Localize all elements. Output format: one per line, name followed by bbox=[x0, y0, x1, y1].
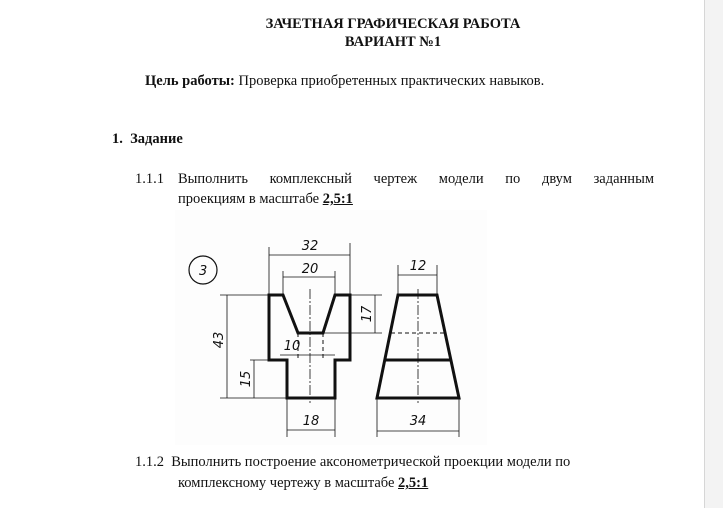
dim-15: 15 bbox=[239, 371, 254, 388]
task-number: 1.1.2 bbox=[135, 454, 164, 470]
dim-17: 17 bbox=[360, 305, 375, 322]
variant-number: 3 bbox=[199, 264, 207, 279]
technical-drawing: 3 32 20 43 15 17 10 18 12 34 bbox=[170, 205, 490, 445]
task-line-1: Выполнить построение аксонометрической п… bbox=[171, 454, 571, 470]
section-title: Задание bbox=[130, 131, 183, 147]
dim-12: 12 bbox=[410, 259, 427, 274]
dim-20: 20 bbox=[302, 262, 319, 277]
dim-34: 34 bbox=[410, 414, 427, 429]
dim-18: 18 bbox=[303, 414, 320, 429]
task-line-2: проекциям в масштабе bbox=[178, 191, 323, 207]
task-number: 1.1.1 bbox=[135, 171, 164, 187]
task-1-1-2-line-2: комплексному чертежу в масштабе 2,5:1 bbox=[178, 475, 428, 492]
scale-value: 2,5:1 bbox=[398, 475, 429, 491]
dimension-lines bbox=[220, 243, 460, 437]
task-1-1-1-line-2: проекциям в масштабе 2,5:1 bbox=[178, 191, 353, 208]
title-line-1: ЗАЧЕТНАЯ ГРАФИЧЕСКАЯ РАБОТА bbox=[265, 16, 521, 32]
variant-circle bbox=[188, 255, 218, 285]
goal-label: Цель работы: bbox=[145, 73, 235, 89]
section-number: 1. bbox=[112, 131, 123, 147]
task-line-1: Выполнить комплексный чертеж модели по д… bbox=[178, 171, 654, 187]
task-line-2: комплексному чертежу в масштабе bbox=[178, 475, 399, 491]
task-1-1-1: 1.1.1 Выполнить комплексный чертеж модел… bbox=[135, 171, 654, 188]
goal-paragraph: Цель работы: Проверка приобретенных прак… bbox=[145, 73, 544, 90]
goal-text: Проверка приобретенных практических навы… bbox=[234, 73, 545, 89]
dim-43: 43 bbox=[212, 332, 227, 349]
title-line-2: ВАРИАНТ №1 bbox=[344, 34, 442, 50]
dim-10: 10 bbox=[284, 339, 301, 354]
task-1-1-2: 1.1.2 Выполнить построение аксонометриче… bbox=[135, 454, 570, 471]
dim-32: 32 bbox=[302, 239, 319, 254]
section-heading: 1. Задание bbox=[112, 131, 183, 148]
document-page: ЗАЧЕТНАЯ ГРАФИЧЕСКАЯ РАБОТА ВАРИАНТ №1 Ц… bbox=[0, 0, 705, 508]
scale-value: 2,5:1 bbox=[322, 191, 353, 207]
